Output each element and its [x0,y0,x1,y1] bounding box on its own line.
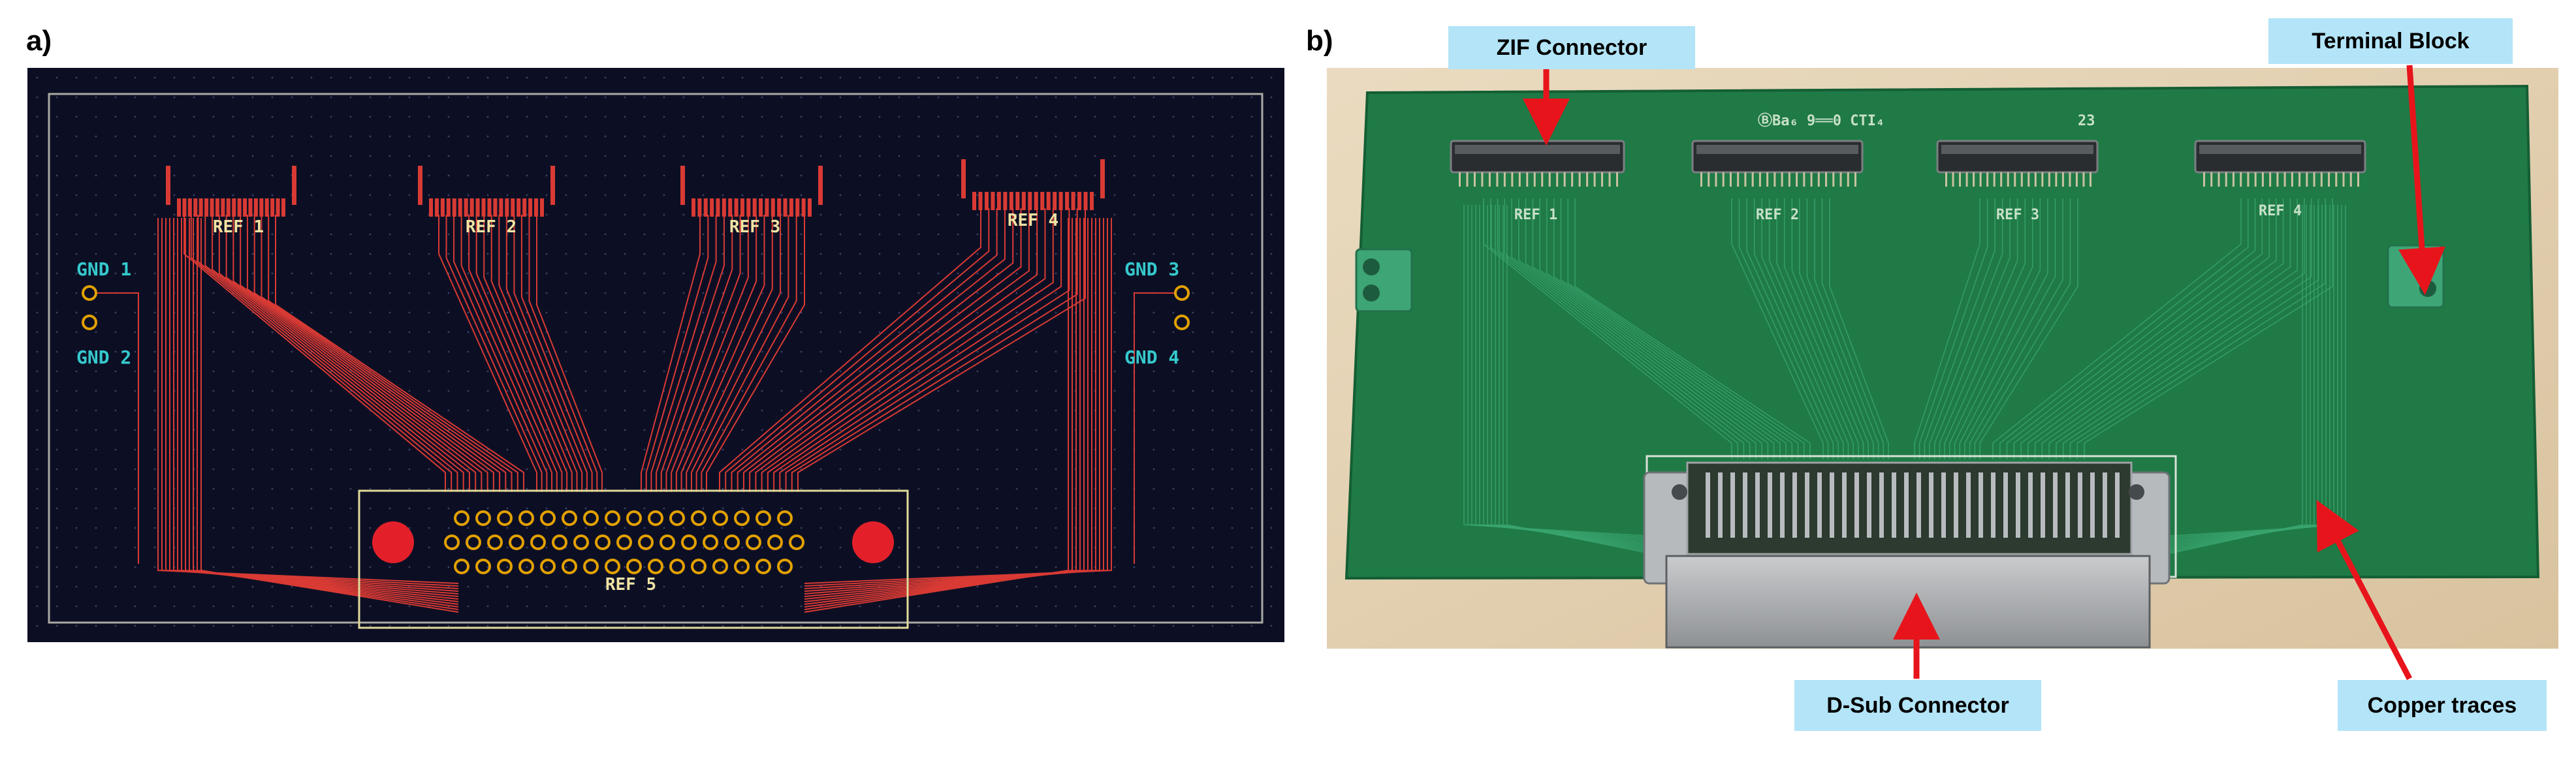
panel-a-label: a) [26,25,52,57]
zif-footprint-1 [166,166,296,217]
board-outline [48,93,1264,624]
ground-pads [82,285,1190,330]
gnd-pad-4 [1174,315,1190,330]
dsub-pads [444,510,804,574]
photo-copper-traces [1463,198,2346,560]
pcb-edge [1344,84,2540,580]
dsub-connector [1643,455,2177,649]
photo-zif-connector-1 [1450,140,1625,187]
gnd-pad-3 [1174,285,1190,301]
gnd-pad-2 [82,315,97,330]
terminal-block-left [1355,248,1413,313]
gnd-1-label: GND 1 [76,258,131,280]
board-marking: ⒷBa₆ 9══0 CTI₄ [1758,112,1884,129]
zif-connector-callout: ZIF Connector [1448,26,1695,69]
zif-footprint-2 [418,166,555,217]
green-pcb [1346,86,2538,578]
mount-hole-left [372,521,414,563]
gnd-pad-1 [82,285,97,301]
pcb-layout-svg: REF 1 REF 2 REF 3 REF 4 REF 5 GND 1 GND … [27,68,1284,642]
zif-footprint-3 [680,166,823,217]
zif-footprints [166,159,1105,217]
copper-traces-callout: Copper traces [2338,680,2547,731]
gnd-4-label: GND 4 [1124,347,1179,368]
zif-footprint-4 [961,159,1105,210]
mount-hole-right [852,521,894,563]
dsub-pins [1706,472,2120,538]
dsub-connector-callout: D-Sub Connector [1794,680,2041,731]
ref-3-label: REF 3 [729,217,780,237]
ref-4-label: REF 4 [1008,211,1058,230]
board-marking-right: 23 [2078,113,2095,129]
dsub-outline [358,489,909,629]
photo-zif-connector-2 [1691,140,1864,187]
panel-b-label: b) [1306,25,1333,57]
grid-background [27,68,1284,642]
photo-ref-1-label: REF 1 [1514,207,1557,223]
gnd-2-label: GND 2 [76,347,131,368]
pcb-layout-view: REF 1 REF 2 REF 3 REF 4 REF 5 GND 1 GND … [27,68,1284,642]
terminal-block-callout: Terminal Block [2268,18,2513,64]
board-photo-svg: ⒷBa₆ 9══0 CTI₄ 23 REF 1 REF 2 REF 3 REF … [1327,68,2558,649]
ref-1-label: REF 1 [213,217,264,237]
photo-zif-connectors [1450,140,2366,187]
copper-trace-group [96,208,1175,613]
photo-ref-2-label: REF 2 [1756,207,1799,223]
photo-zif-connector-4 [2194,140,2366,187]
photo-zif-connector-3 [1936,140,2099,187]
photo-ref-4-label: REF 4 [2259,203,2302,219]
terminal-block-right [2387,244,2445,309]
board-photo: ⒷBa₆ 9══0 CTI₄ 23 REF 1 REF 2 REF 3 REF … [1327,68,2558,649]
photo-ref-3-label: REF 3 [1996,207,2039,223]
ref-2-label: REF 2 [466,217,517,237]
ref-5-label: REF 5 [605,575,656,595]
gnd-3-label: GND 3 [1124,258,1179,280]
